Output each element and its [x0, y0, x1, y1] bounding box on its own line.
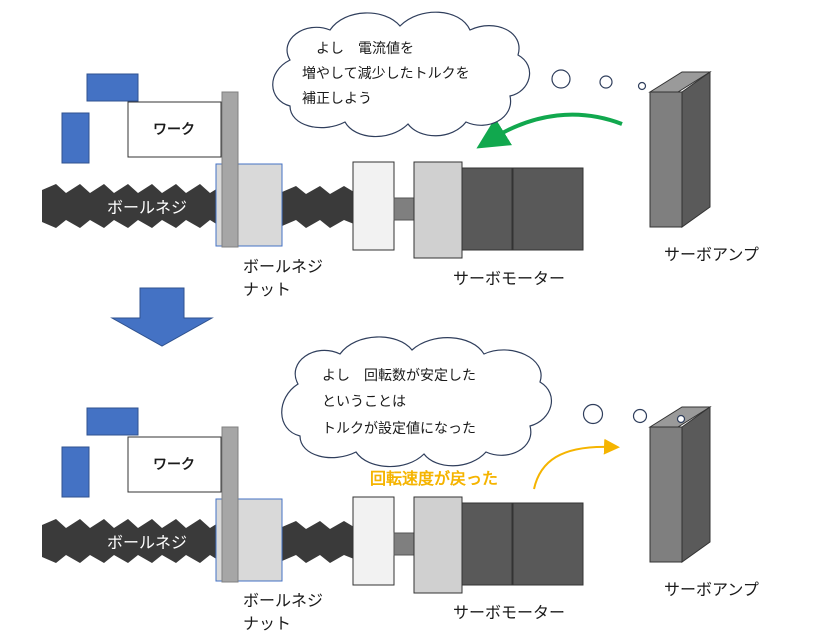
blue-block-2	[61, 446, 90, 498]
ball-screw	[42, 519, 218, 563]
amp-side	[681, 71, 711, 228]
green-arrow	[476, 112, 623, 149]
amp-front	[649, 426, 683, 563]
thought-dot-small	[637, 81, 647, 91]
thought-bubble	[281, 336, 552, 468]
amp-front	[649, 91, 683, 228]
motor-flange	[413, 496, 463, 594]
rail-plate	[221, 91, 239, 248]
nut-label-line2: ナット	[243, 614, 291, 633]
screw-label: ボールネジ	[107, 198, 187, 217]
work-box	[127, 436, 222, 493]
bubble-line-1: よし 回転数が安定した	[322, 368, 476, 384]
speed-text: 回転速度が戻った	[370, 469, 498, 488]
ball-screw-right	[282, 186, 354, 228]
shaft	[393, 532, 415, 556]
bubble-line-3: トルクが設定値になった	[322, 421, 476, 437]
bubble-line-2: 増やして減少したトルクを	[302, 65, 470, 82]
ball-screw	[42, 184, 218, 228]
thought-dot-small	[676, 414, 686, 424]
work-label: ワーク	[153, 457, 195, 473]
bubble-line-3: 補正しよう	[302, 91, 372, 107]
amp-side	[681, 406, 711, 563]
motor-label: サーボモーター	[453, 269, 565, 288]
motor-body-2	[512, 502, 584, 586]
blue-block-2	[61, 112, 90, 164]
rail-plate	[221, 426, 239, 583]
work-label: ワーク	[153, 122, 195, 138]
blue-block-1	[86, 407, 139, 436]
motor-label: サーボモーター	[453, 603, 565, 622]
bottom-scene: ワーク ボールネジ ボールネジ ナット サーボモーター サーボアンプ 回転速度が…	[42, 336, 759, 633]
shaft	[393, 197, 415, 221]
thought-dot-medium	[632, 408, 648, 424]
nut-label-line1: ボールネジ	[243, 257, 323, 276]
down-arrow	[110, 287, 214, 347]
orange-arrow	[533, 438, 620, 490]
motor-body-1	[461, 502, 513, 586]
top-scene: ワーク ボールネジ ボールネジ ナット サーボモーター サーボアンプ	[42, 11, 759, 299]
coupling	[352, 496, 395, 586]
ball-screw-right	[282, 521, 354, 563]
thought-dot-large	[582, 403, 604, 425]
thought-dot-large	[551, 69, 571, 89]
motor-body-2	[512, 167, 584, 251]
blue-block-1	[86, 73, 139, 102]
thought-dot-medium	[599, 75, 613, 89]
amp-label: サーボアンプ	[664, 245, 759, 264]
nut-label-line2: ナット	[243, 280, 291, 299]
motor-flange	[413, 161, 463, 259]
screw-label: ボールネジ	[107, 533, 187, 552]
coupling	[352, 161, 395, 251]
bubble-line-2: ということは	[322, 394, 406, 410]
amp-label: サーボアンプ	[664, 580, 759, 599]
thought-bubble	[272, 11, 531, 138]
nut-label-line1: ボールネジ	[243, 591, 323, 610]
motor-body-1	[461, 167, 513, 251]
work-box	[127, 101, 222, 158]
bubble-line-1: よし 電流値を	[316, 41, 414, 57]
